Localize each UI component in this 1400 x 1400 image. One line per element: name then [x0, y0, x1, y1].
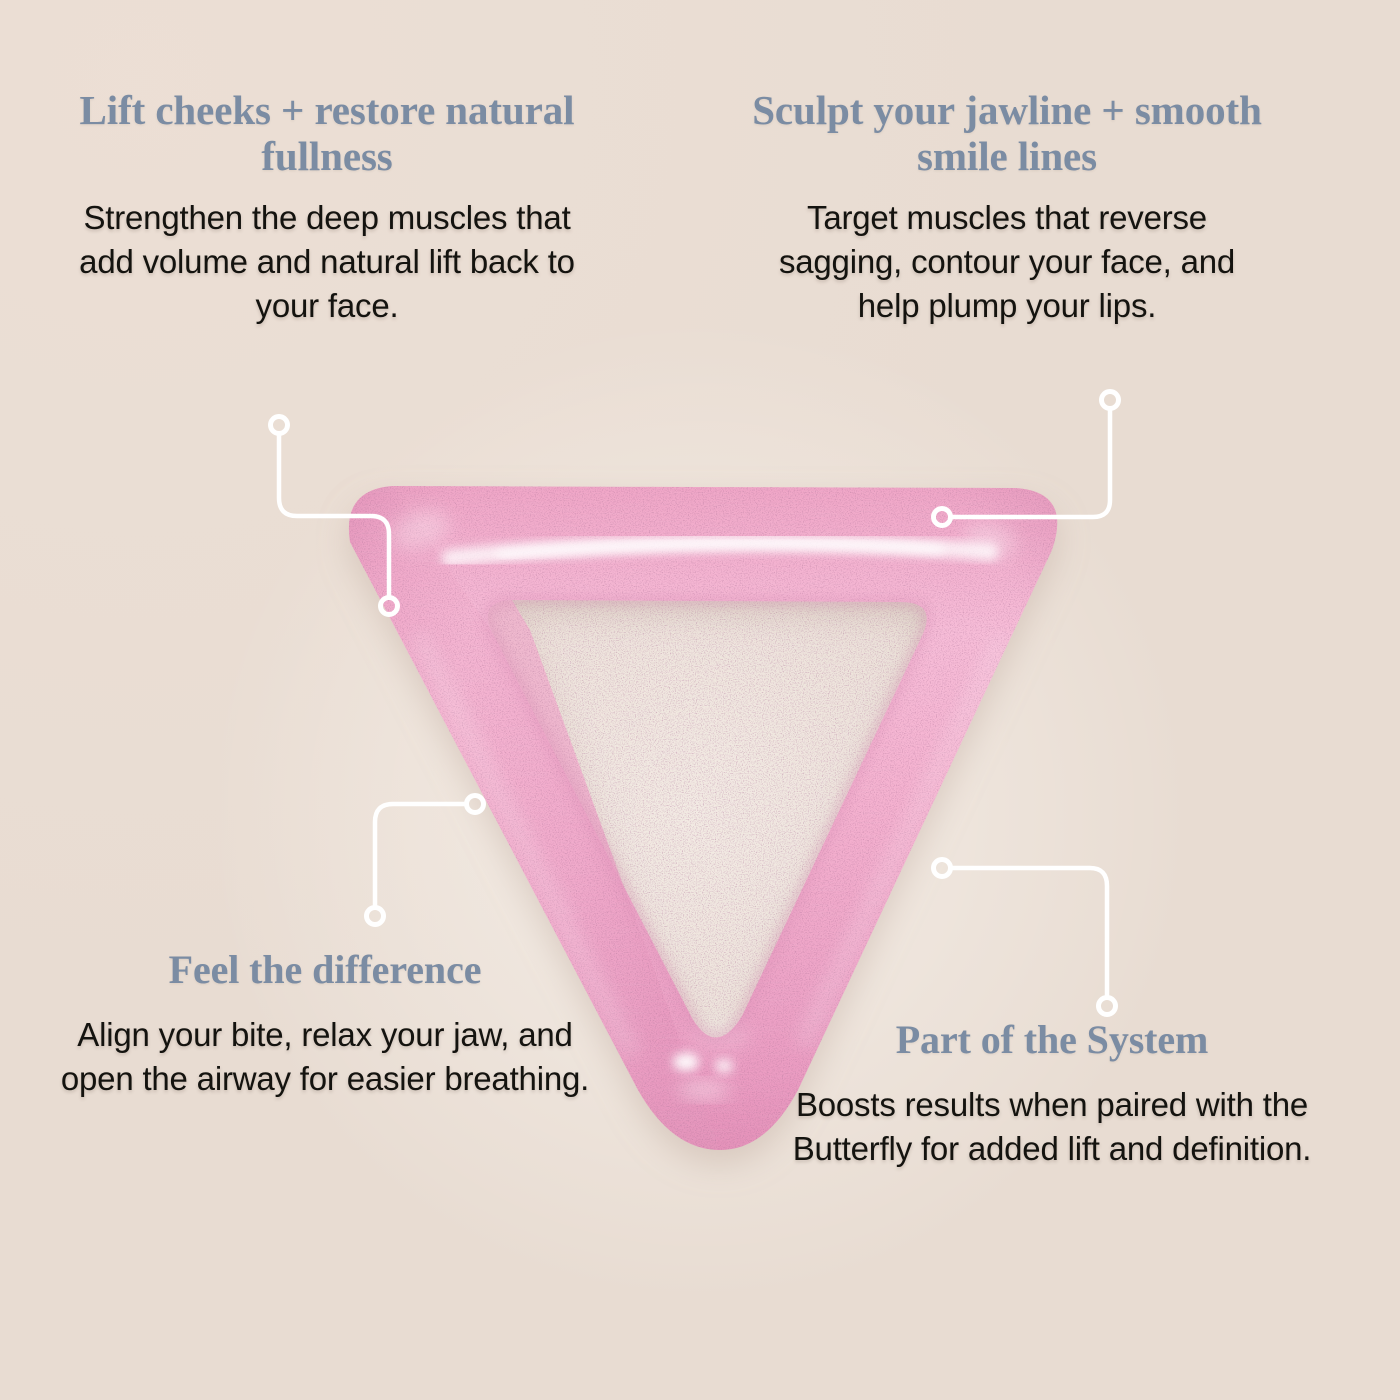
callout-body-top-left: Strengthen the deep muscles that add vol… — [79, 198, 575, 324]
connector-dot-top-right-outer — [1099, 389, 1121, 411]
connector-dot-top-left-outer — [268, 414, 290, 436]
callout-body-bottom-right: Boosts results when paired with the Butt… — [792, 1085, 1312, 1167]
callout-body-top-right: Target muscles that reverse sagging, con… — [778, 198, 1236, 324]
callout-bottom-right: Part of the System Boosts results when p… — [782, 1017, 1322, 1171]
callout-body-bottom-left: Align your bite, relax your jaw, and ope… — [60, 1015, 590, 1097]
callout-bottom-left: Feel the difference Align your bite, rel… — [40, 947, 610, 1101]
connector-dot-bottom-right-outer — [1096, 995, 1118, 1017]
callout-heading-bottom-right: Part of the System — [895, 1017, 1209, 1062]
callout-heading-bottom-left: Feel the difference — [168, 947, 482, 992]
callout-heading-top-left: Lift cheeks + restore natural fullness — [79, 87, 575, 179]
callout-top-left: Lift cheeks + restore natural fullness S… — [72, 87, 582, 327]
callout-top-right: Sculpt your jawline + smooth smile lines… — [752, 87, 1262, 327]
callout-heading-top-right: Sculpt your jawline + smooth smile lines — [752, 87, 1262, 179]
